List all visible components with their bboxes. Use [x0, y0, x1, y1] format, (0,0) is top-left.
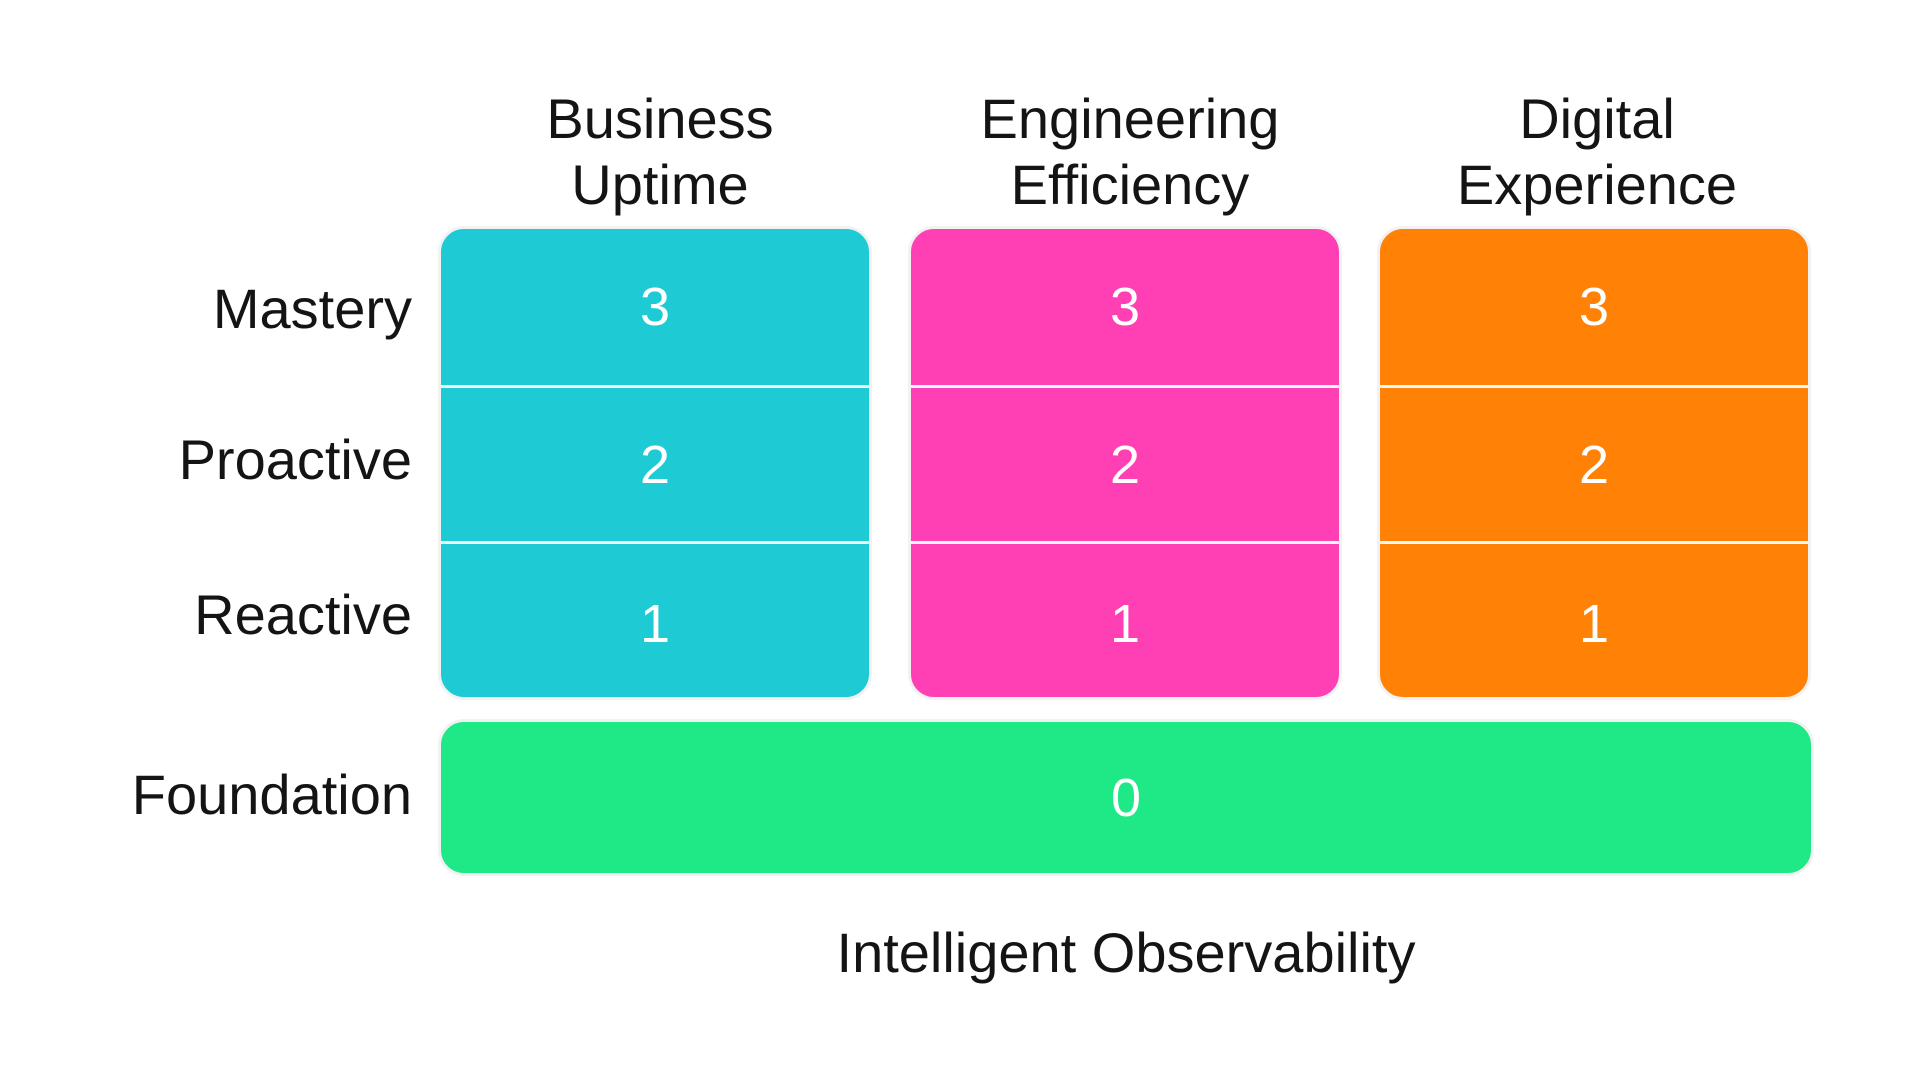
column-block-digital-experience: 3 2 1 [1377, 226, 1811, 700]
column-header-line2: Efficiency [1010, 153, 1250, 216]
level-cell-reactive: 1 [441, 541, 869, 697]
column-block-engineering-efficiency: 3 2 1 [908, 226, 1342, 700]
column-header-business-uptime: Business Uptime [440, 86, 880, 216]
column-header-line1: Business [546, 87, 774, 150]
diagram-caption: Intelligent Observability [836, 921, 1416, 984]
row-label-reactive: Reactive [194, 583, 412, 646]
row-label-foundation: Foundation [131, 763, 412, 826]
level-cell-reactive: 1 [1380, 541, 1808, 697]
column-header-digital-experience: Digital Experience [1377, 86, 1817, 216]
column-header-line1: Digital [1519, 87, 1675, 150]
column-header-engineering-efficiency: Engineering Efficiency [910, 86, 1350, 216]
column-header-line1: Engineering [980, 87, 1280, 150]
column-header-line2: Uptime [571, 153, 749, 216]
level-cell-proactive: 2 [441, 385, 869, 541]
level-cell-proactive: 2 [1380, 385, 1808, 541]
level-cell-proactive: 2 [911, 385, 1339, 541]
column-header-line2: Experience [1456, 153, 1738, 216]
level-cell-mastery: 3 [1109, 277, 1141, 337]
level-cell-mastery: 3 [1578, 277, 1610, 337]
column-block-business-uptime: 3 2 1 [438, 226, 872, 700]
level-cell-reactive: 1 [911, 541, 1339, 697]
level-cell-mastery: 3 [639, 277, 671, 337]
row-label-proactive: Proactive [178, 428, 412, 491]
row-label-mastery: Mastery [212, 277, 412, 340]
foundation-bar: 0 [438, 719, 1814, 876]
